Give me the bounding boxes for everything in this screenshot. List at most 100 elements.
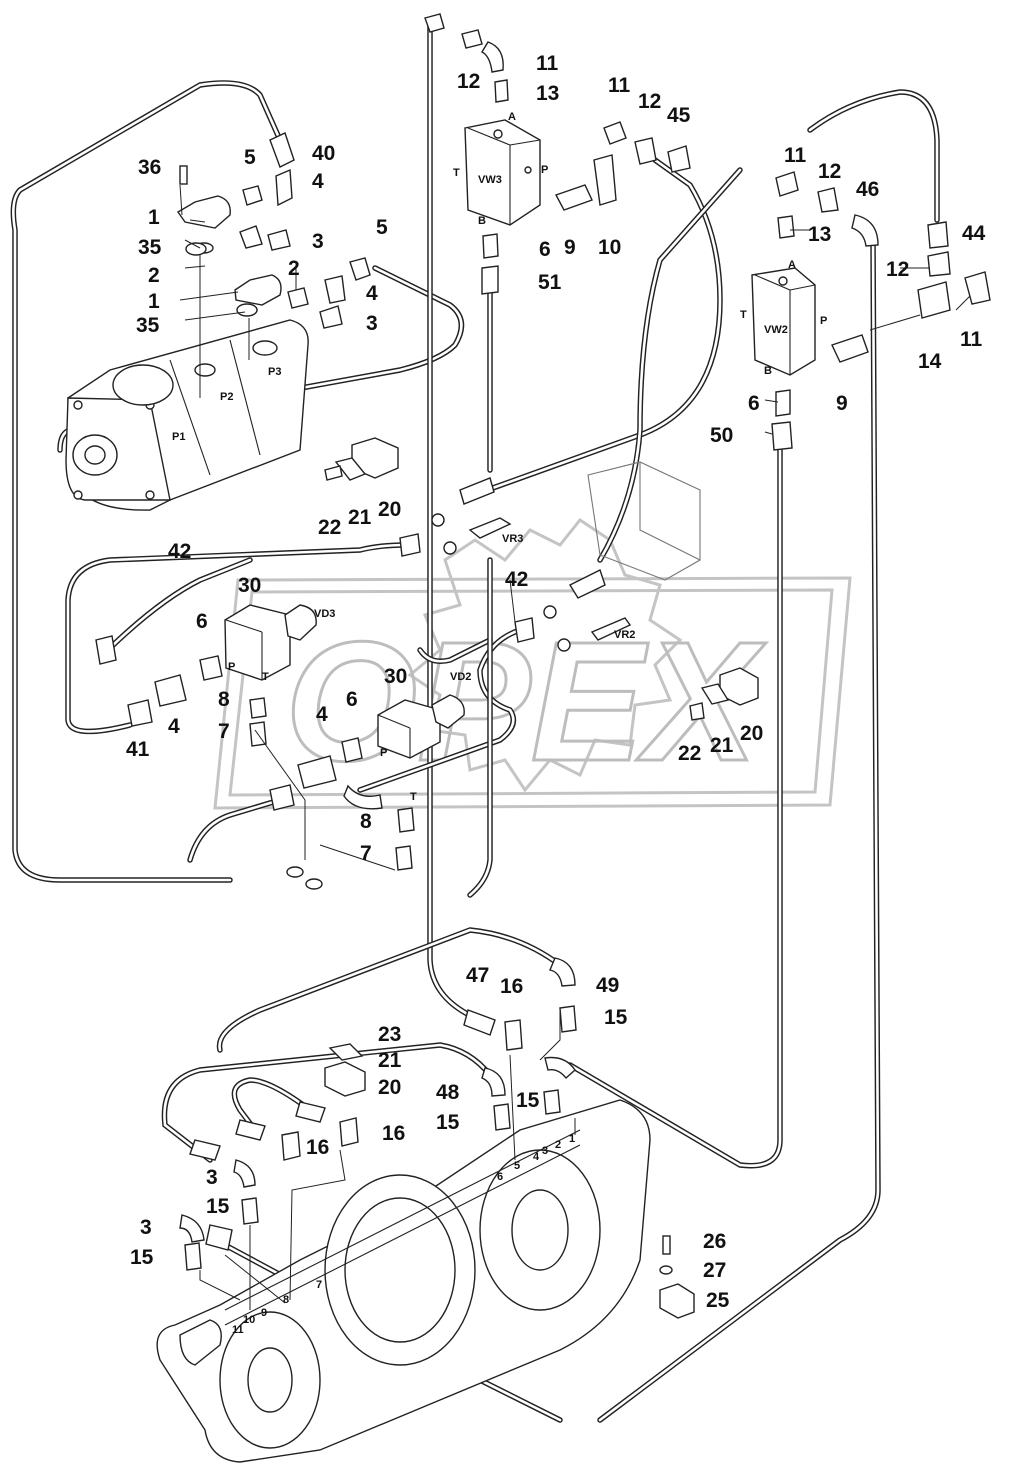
callout-41: 41 (126, 738, 150, 761)
solenoid-vd3-label: VD3 (314, 608, 335, 620)
callout-5: 5 (376, 216, 388, 239)
callout-4: 4 (312, 170, 324, 193)
callout-30: 30 (384, 665, 407, 688)
callout-16: 16 (500, 975, 523, 998)
callout-46: 46 (856, 178, 879, 201)
callout-36: 36 (138, 156, 161, 179)
callout-30: 30 (238, 574, 261, 597)
callout-2: 2 (288, 257, 300, 280)
callout-7: 7 (218, 720, 230, 743)
port-number-11: 11 (232, 1324, 244, 1336)
solenoid-vd3-port-p: P (228, 661, 235, 673)
callout-11: 11 (536, 52, 559, 75)
valve-vw2-port-a: A (788, 259, 796, 271)
callout-15: 15 (604, 1006, 628, 1029)
callout-11: 11 (608, 74, 631, 97)
callout-20: 20 (740, 722, 763, 745)
callout-20: 20 (378, 498, 401, 521)
callout-22: 22 (318, 516, 341, 539)
callout-8: 8 (218, 688, 230, 711)
callout-3: 3 (366, 312, 378, 335)
valve-vw3-label: VW3 (478, 174, 502, 186)
callout-40: 40 (312, 142, 335, 165)
callout-6: 6 (539, 238, 551, 261)
callout-6: 6 (748, 392, 760, 415)
callout-11: 11 (784, 144, 807, 167)
callout-13: 13 (808, 223, 831, 246)
port-number-8: 8 (283, 1294, 289, 1306)
callout-51: 51 (538, 271, 562, 294)
callout-42: 42 (168, 540, 191, 563)
valve-vw2-label: VW2 (764, 324, 788, 336)
callout-50: 50 (710, 424, 733, 447)
callout-23: 23 (378, 1023, 401, 1046)
relief-valve-vr3: VR3 (431, 513, 523, 555)
port-number-9: 9 (261, 1307, 267, 1319)
solenoid-vd2-port-p: P (380, 747, 387, 759)
port-number-1: 1 (569, 1133, 575, 1145)
callout-8: 8 (360, 810, 372, 833)
pump-label-p2: P2 (220, 391, 233, 403)
clamps (324, 437, 759, 1319)
callout-14: 14 (918, 350, 942, 373)
callout-21: 21 (348, 506, 372, 529)
callout-9: 9 (564, 236, 576, 259)
callout-26: 26 (703, 1230, 726, 1253)
callout-44: 44 (962, 222, 986, 245)
solenoid-vd3: VD3 P T (224, 604, 335, 683)
relief-valve-vr2: VR2 (543, 605, 635, 652)
callout-12: 12 (886, 258, 909, 281)
port-number-2: 2 (555, 1139, 561, 1151)
callout-15: 15 (436, 1111, 460, 1134)
callout-10: 10 (598, 236, 621, 259)
callout-3: 3 (140, 1216, 152, 1239)
callout-3: 3 (312, 230, 324, 253)
solenoid-vd2-port-t: T (410, 791, 417, 803)
valve-vw2: VW2 A B T P (740, 259, 827, 377)
valve-vw3: VW3 A B T P (453, 111, 548, 227)
valve-block-outline (587, 461, 701, 581)
valve-vw2-port-t: T (740, 309, 747, 321)
callout-42: 42 (505, 568, 528, 591)
callout-12: 12 (457, 70, 480, 93)
relief-valve-vr2-label: VR2 (614, 629, 635, 641)
callout-1: 1 (148, 206, 160, 229)
port-number-5: 5 (514, 1160, 520, 1172)
callout-4: 4 (316, 703, 328, 726)
callout-1: 1 (148, 290, 160, 313)
callout-15: 15 (130, 1246, 154, 1269)
valve-vw3-port-t: T (453, 167, 460, 179)
callout-16: 16 (306, 1136, 329, 1159)
port-number-7: 7 (316, 1279, 322, 1291)
callout-15: 15 (206, 1195, 230, 1218)
callout-27: 27 (703, 1259, 726, 1282)
port-number-10: 10 (243, 1314, 255, 1326)
valve-vw3-port-b: B (478, 215, 486, 227)
callout-49: 49 (596, 974, 619, 997)
callout-12: 12 (818, 160, 841, 183)
relief-valve-vr3-label: VR3 (502, 533, 523, 545)
callout-20: 20 (378, 1076, 401, 1099)
callout-5: 5 (244, 146, 256, 169)
callout-12: 12 (638, 90, 661, 113)
drive-frame (156, 1099, 651, 1463)
pump-flanges (176, 165, 282, 316)
valve-vw3-port-a: A (508, 111, 516, 123)
callout-48: 48 (436, 1081, 460, 1104)
gear-pump: P1 P2 P3 (65, 319, 309, 511)
port-numbers: 1 2 3 4 5 6 7 8 9 10 11 (232, 1133, 575, 1336)
callouts: 40 36 5 4 1 3 35 5 2 2 4 1 3 35 11 12 13… (126, 52, 986, 1312)
callout-16: 16 (382, 1122, 405, 1145)
leader-lines (179, 184, 971, 1310)
callout-21: 21 (378, 1049, 402, 1072)
callout-22: 22 (678, 742, 701, 765)
callout-47: 47 (466, 964, 489, 987)
callout-21: 21 (710, 734, 734, 757)
fittings (95, 13, 991, 1271)
callout-15: 15 (516, 1089, 540, 1112)
valve-vw2-port-b: B (764, 365, 772, 377)
valve-vw2-port-p: P (820, 315, 827, 327)
port-number-4: 4 (533, 1151, 540, 1163)
callout-45: 45 (667, 104, 691, 127)
